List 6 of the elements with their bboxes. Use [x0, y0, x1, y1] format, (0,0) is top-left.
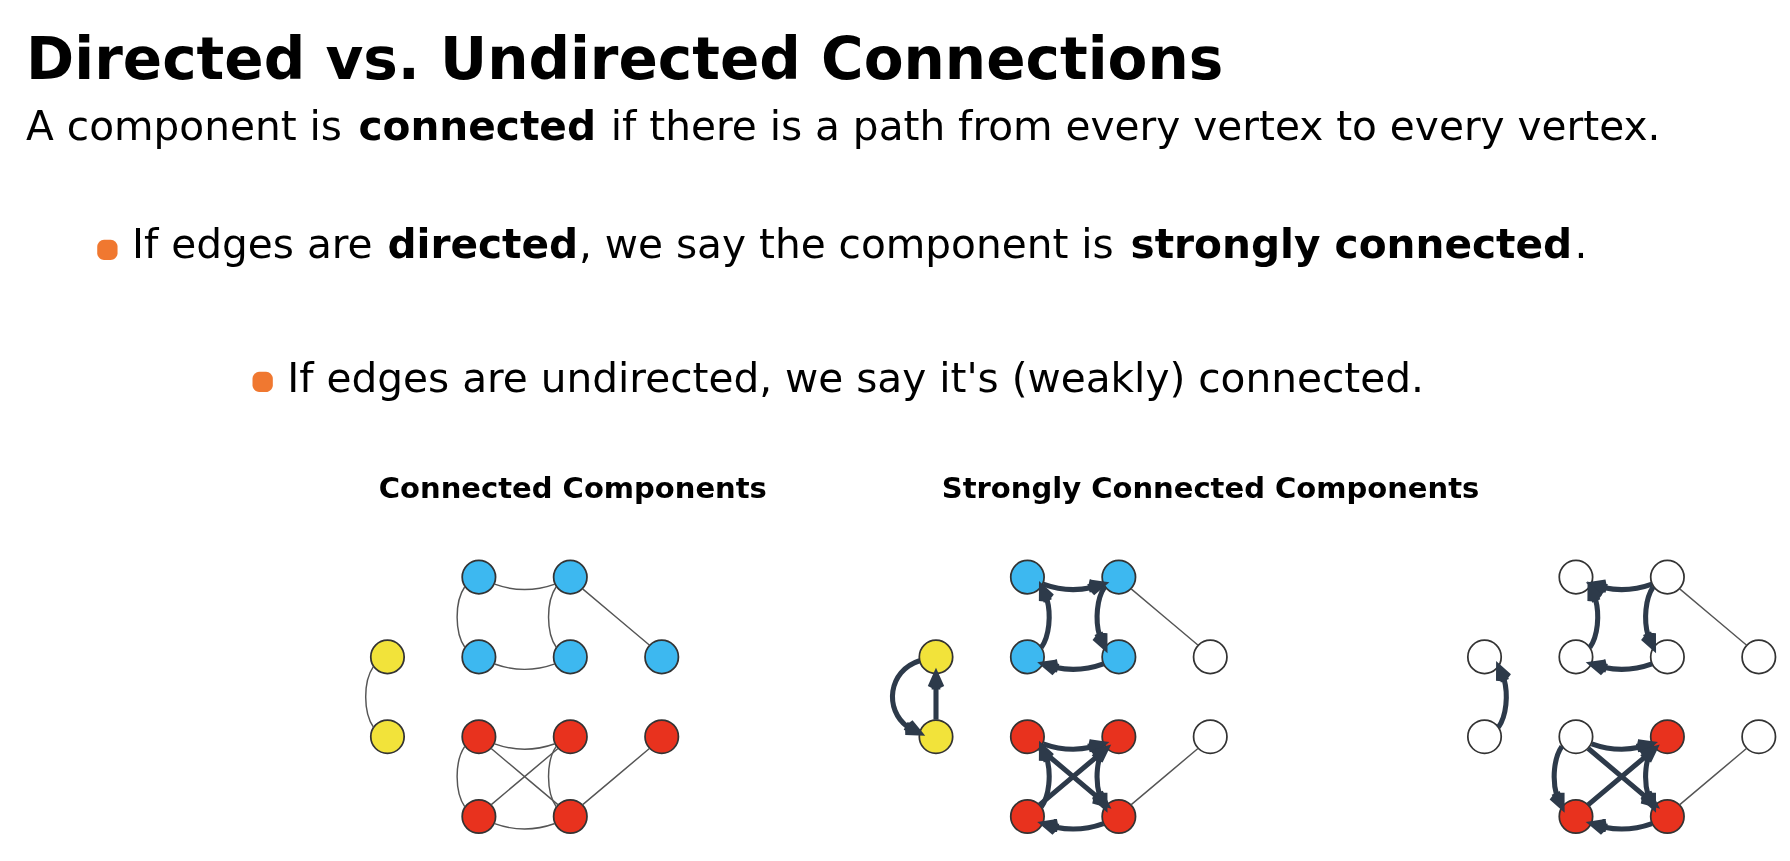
label: A component is connected if there is a path from every vertex to every vertex.	[26, 102, 1661, 151]
label: If edges are directed, we say the component is strongly connected.	[132, 220, 1588, 269]
label: If edges are undirected, we say it's (weakly) connected.	[287, 353, 1424, 402]
diagram-title: Directed vs. Undirected Connections	[26, 24, 1224, 93]
label: Connected Components	[378, 470, 767, 505]
label: Strongly Connected Components	[941, 470, 1480, 505]
